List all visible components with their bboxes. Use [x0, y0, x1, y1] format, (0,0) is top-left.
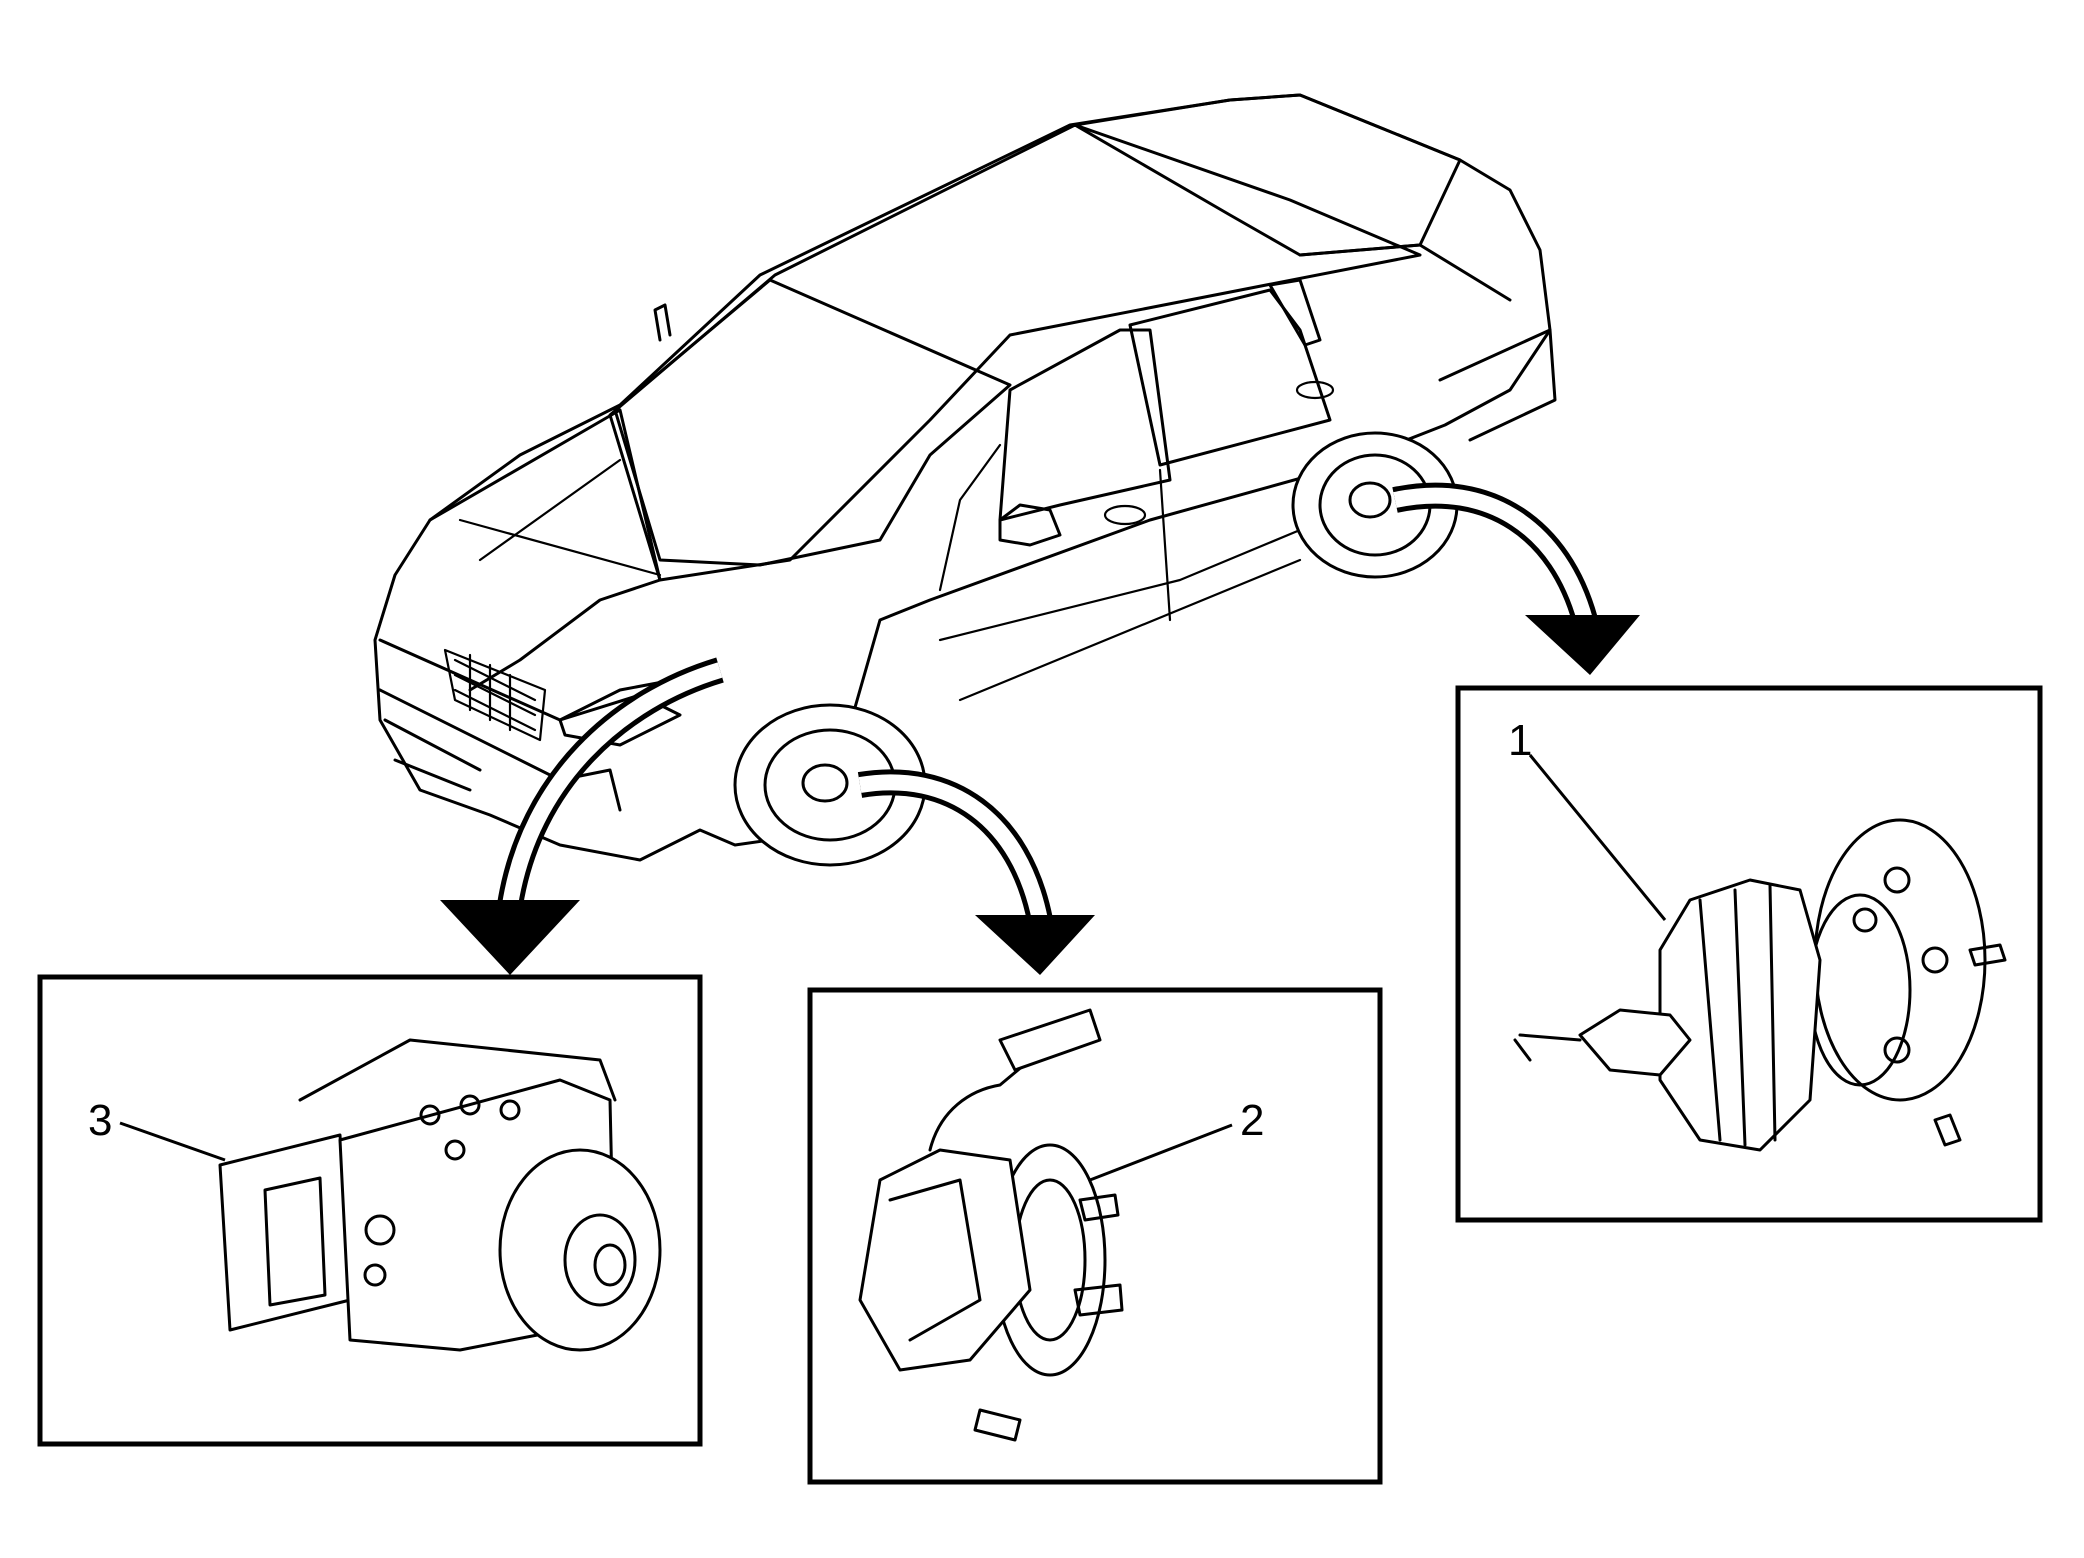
- abs-module-detail-box: [37, 974, 703, 1447]
- callout-label-3: 3: [88, 1096, 112, 1145]
- front-hub-detail-box: [807, 987, 1383, 1485]
- pointer-arrow-to-module: [440, 657, 724, 975]
- pointer-arrow-to-rear-hub: [1392, 482, 1640, 675]
- callout-1: 1: [1508, 716, 1667, 921]
- vehicle-sedan-drawing: [373, 93, 1557, 867]
- callout-3: 3: [88, 1096, 226, 1162]
- rear-hub-detail-box: [1455, 685, 2043, 1223]
- pointer-arrow-to-front-hub: [857, 769, 1095, 975]
- callout-2: 2: [1089, 1096, 1264, 1182]
- callout-label-2: 2: [1240, 1096, 1264, 1145]
- callout-label-1: 1: [1508, 716, 1532, 765]
